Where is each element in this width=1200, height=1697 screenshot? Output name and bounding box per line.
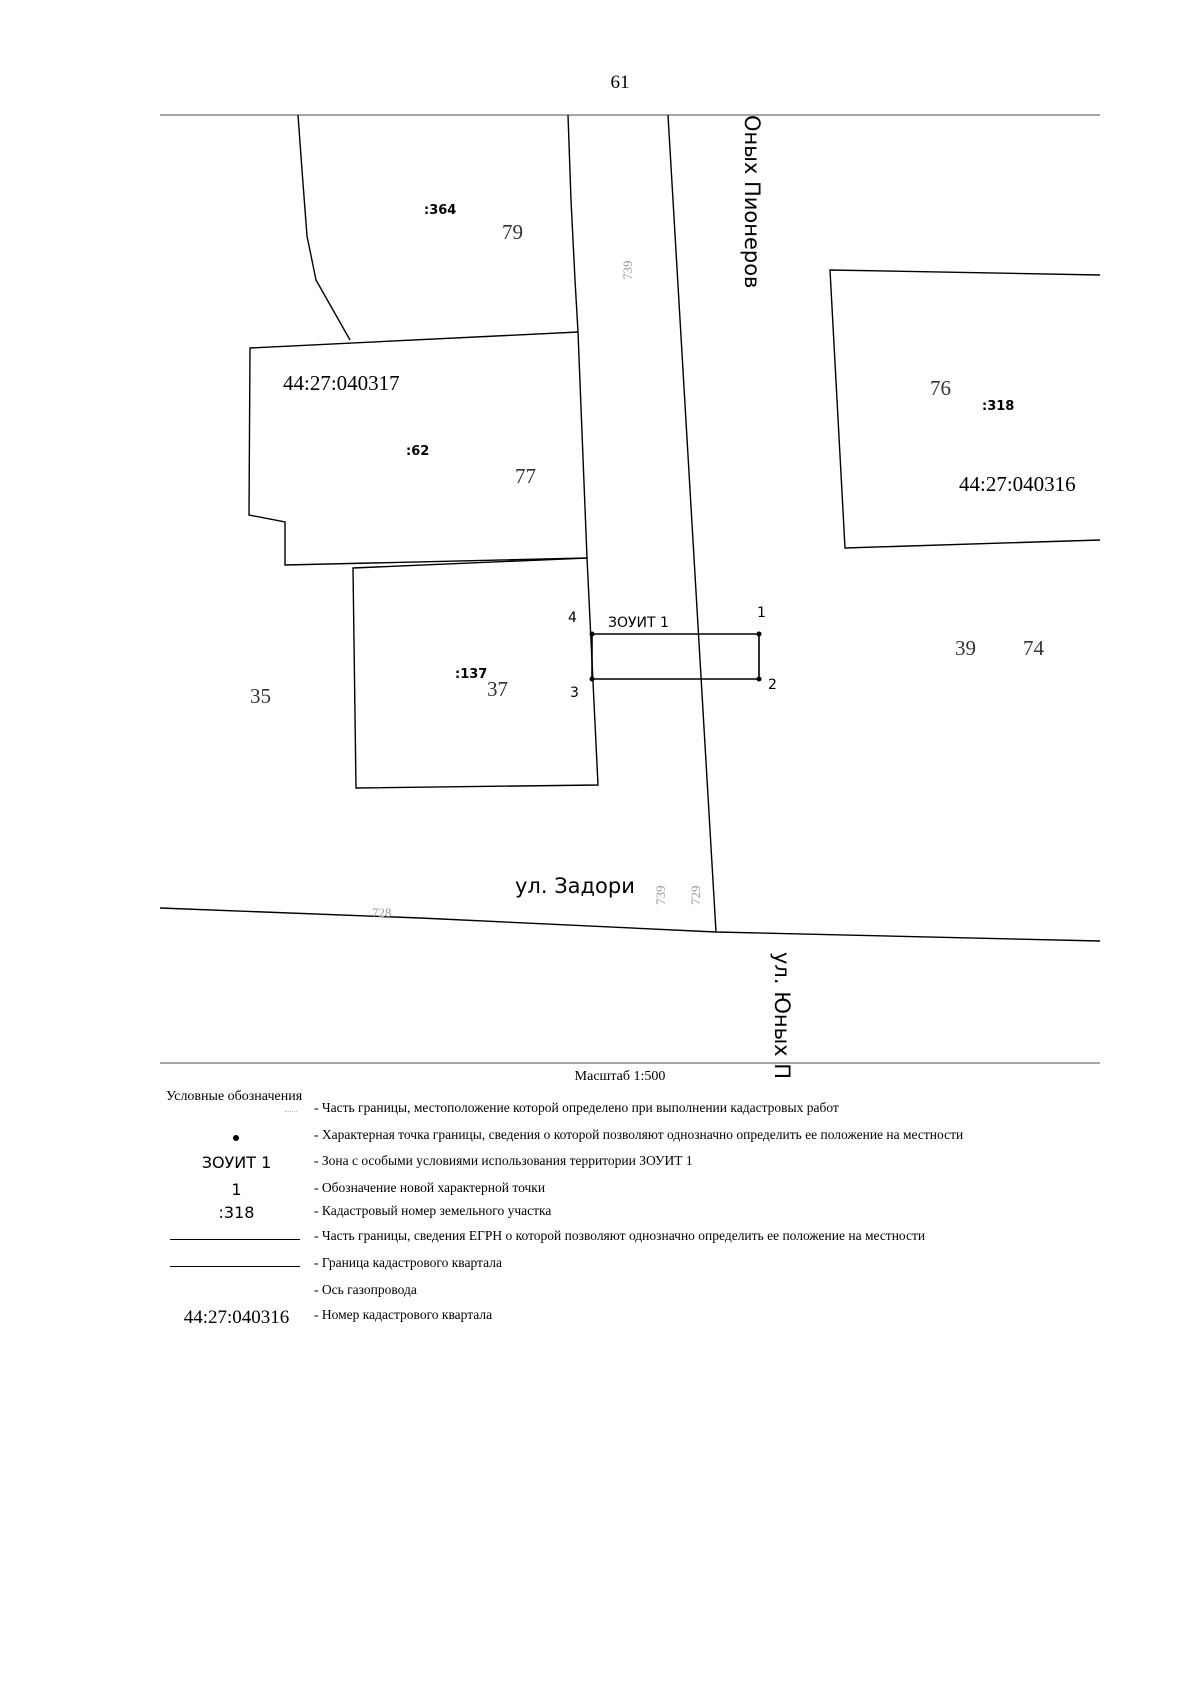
street-label-bottom: ул. Задори bbox=[515, 874, 635, 898]
cadastral-number-318: :318 bbox=[982, 399, 1014, 414]
gas-label-bottom-a: 739 bbox=[653, 886, 668, 906]
street-label-vertical: ул. Юных П bbox=[770, 952, 794, 1079]
boundary-point-3 bbox=[589, 676, 595, 682]
parcel-62-boundary bbox=[248, 331, 588, 566]
legend-description: - Граница кадастрового квартала bbox=[314, 1255, 502, 1270]
boundary-line-symbol bbox=[170, 1239, 300, 1240]
legend-description: - Часть границы, местоположение которой … bbox=[314, 1100, 839, 1115]
point-label-2: 2 bbox=[768, 677, 777, 693]
zouit-1-zone bbox=[591, 633, 760, 680]
legend-item: - Граница кадастрового квартала bbox=[0, 1255, 1200, 1279]
house-number-37: 37 bbox=[487, 677, 508, 701]
boundary-point-2 bbox=[756, 676, 762, 682]
gas-label-bottom-b: 729 bbox=[688, 886, 703, 906]
legend-description: - Ось газопровода bbox=[314, 1282, 417, 1297]
house-number-77: 77 bbox=[515, 464, 536, 488]
house-number-76: 76 bbox=[930, 376, 951, 400]
page-number: 61 bbox=[610, 72, 630, 93]
legend-item: - Часть границы, сведения ЕГРН о которой… bbox=[0, 1228, 1200, 1252]
legend-description: - Часть границы, сведения ЕГРН о которой… bbox=[314, 1228, 926, 1243]
quarter-number-right: 44:27:040316 bbox=[959, 472, 1076, 496]
point-label-3: 3 bbox=[570, 685, 579, 701]
street-label-top: Оных Пионеров bbox=[740, 115, 764, 288]
legend-item: 1 - Обозначение новой характерной точки bbox=[0, 1180, 1200, 1204]
cadastral-number-62: :62 bbox=[406, 444, 429, 459]
legend-description: - Зона с особыми условиями использования… bbox=[314, 1153, 693, 1168]
house-number-39: 39 bbox=[955, 636, 976, 660]
legend-description: - Обозначение новой характерной точки bbox=[314, 1180, 546, 1195]
legend-symbol: 1 bbox=[231, 1180, 242, 1199]
legend-title: Условные обозначения bbox=[166, 1089, 303, 1104]
cadastral-number-364: :364 bbox=[424, 203, 456, 218]
gas-label-road-top: 739 bbox=[620, 261, 635, 281]
legend-item: - Ось газопровода bbox=[0, 1282, 1200, 1306]
quarter-number-left: 44:27:040317 bbox=[283, 371, 400, 395]
house-number-79: 79 bbox=[502, 220, 523, 244]
legend-description: - Характерная точка границы, сведения о … bbox=[314, 1127, 964, 1142]
quarter-boundary-bottom bbox=[159, 907, 1101, 942]
legend-symbol: 44:27:040316 bbox=[183, 1307, 290, 1328]
legend-description: - Номер кадастрового квартала bbox=[314, 1307, 493, 1322]
legend-item: ЗОУИТ 1 - Зона с особыми условиями исполь… bbox=[0, 1153, 1200, 1177]
boundary-line-symbol bbox=[170, 1266, 300, 1267]
zone-label: ЗОУИТ 1 bbox=[608, 615, 669, 631]
legend-symbol: :318 bbox=[218, 1203, 255, 1222]
house-number-35: 35 bbox=[250, 684, 271, 708]
map-scale: Масштаб 1:500 bbox=[574, 1069, 666, 1084]
dashed-boundary-symbol bbox=[285, 1111, 297, 1112]
legend-description: - Кадастровый номер земельного участка bbox=[314, 1203, 552, 1218]
point-label-1: 1 bbox=[757, 605, 766, 621]
legend-item: 44:27:040316 - Номер кадастрового квартал… bbox=[0, 1307, 1200, 1331]
cadastral-number-137: :137 bbox=[455, 667, 487, 682]
gas-label-bottom-c: 728 bbox=[372, 905, 392, 920]
boundary-point-1 bbox=[756, 631, 762, 637]
legend-item: :318 - Кадастровый номер земельного участ… bbox=[0, 1203, 1200, 1227]
parcel-318-boundary bbox=[829, 269, 1101, 549]
gas-pipeline-axis bbox=[667, 114, 717, 933]
legend-item: - Характерная точка границы, сведения о … bbox=[0, 1127, 1200, 1151]
legend-symbol: ЗОУИТ 1 bbox=[201, 1153, 272, 1172]
parcel-137-boundary bbox=[352, 557, 599, 789]
boundary-point-symbol bbox=[233, 1135, 239, 1141]
parcel-364-right-boundary bbox=[567, 114, 579, 333]
legend-item: - Часть границы, местоположение которой … bbox=[0, 1100, 1200, 1124]
house-number-74: 74 bbox=[1023, 636, 1045, 660]
boundary-point-4 bbox=[589, 631, 595, 637]
parcel-364-boundary bbox=[297, 114, 351, 341]
point-label-4: 4 bbox=[568, 610, 577, 626]
